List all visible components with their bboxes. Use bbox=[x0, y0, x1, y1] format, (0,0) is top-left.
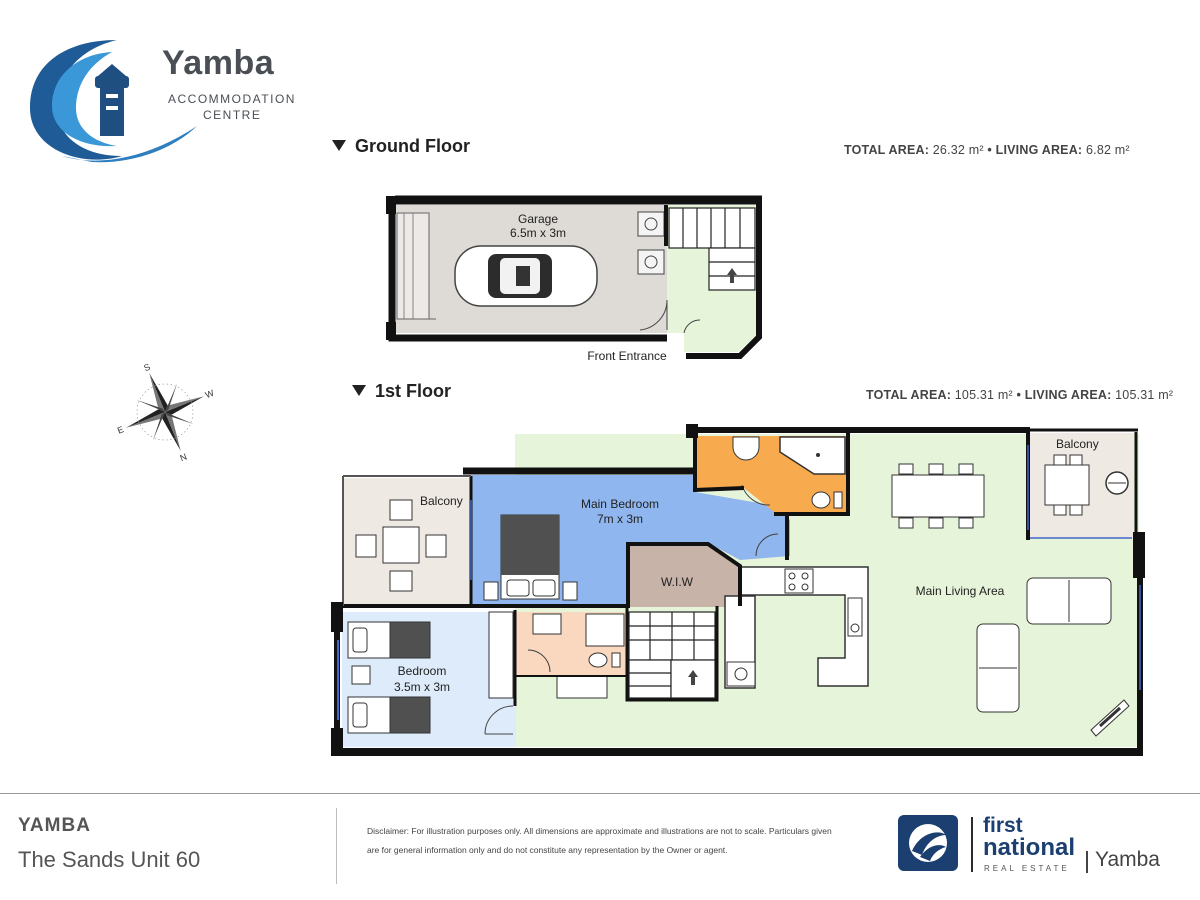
agency-first: first bbox=[983, 814, 1023, 837]
shower-icon bbox=[779, 436, 846, 475]
kitchen-sink-icon bbox=[847, 597, 863, 637]
outdoor-table-icon bbox=[1044, 454, 1090, 516]
agency-real-estate: REAL ESTATE bbox=[984, 864, 1070, 873]
wall bbox=[686, 424, 698, 438]
agency-branch: Yamba bbox=[1095, 848, 1160, 871]
dining-table-icon bbox=[891, 463, 985, 529]
kitchen-bench bbox=[740, 566, 869, 687]
lighthouse-lamp bbox=[95, 76, 129, 88]
single-bed-icon bbox=[347, 621, 431, 734]
basin-icon bbox=[732, 436, 760, 461]
first-national-logo-icon bbox=[898, 815, 958, 871]
walls bbox=[334, 427, 1143, 756]
door-swing bbox=[484, 705, 514, 735]
staircase-first bbox=[628, 611, 716, 699]
yamba-logo bbox=[30, 40, 197, 163]
agency-separator bbox=[971, 817, 973, 872]
ground-floor-area: TOTAL AREA: 26.32 m² • LIVING AREA: 6.82… bbox=[844, 143, 1130, 157]
front-entrance-label: Front Entrance bbox=[587, 349, 667, 363]
first-floor-heading: 1st Floor bbox=[352, 381, 451, 402]
footer-disclaimer: Disclaimer: For illustration purposes on… bbox=[367, 826, 832, 855]
first-floor-area: TOTAL AREA: 105.31 m² • LIVING AREA: 105… bbox=[866, 388, 1174, 402]
wave-swoosh bbox=[62, 126, 197, 163]
linen-cupboard bbox=[556, 675, 608, 699]
cooktop-icon bbox=[784, 568, 814, 594]
first-floor-plan: Balcony Balcony Main Bedroom 7m x 3m W.I… bbox=[331, 424, 1145, 756]
wiw-room bbox=[628, 544, 740, 607]
compass-w: W bbox=[204, 388, 216, 401]
compass-s: S bbox=[142, 362, 151, 374]
wiw-label: W.I.W bbox=[661, 575, 694, 589]
agency-branch-separator bbox=[1086, 851, 1088, 873]
toilet-icon bbox=[588, 652, 621, 668]
shower-icon bbox=[585, 613, 625, 647]
compass-n: N bbox=[178, 452, 188, 464]
wave-arc-inner bbox=[52, 52, 117, 147]
up-arrow-icon bbox=[727, 268, 737, 275]
garage-label: Garage bbox=[518, 212, 558, 226]
door-swing bbox=[683, 319, 701, 334]
garage-dims: 6.5m x 3m bbox=[510, 226, 566, 240]
ground-floor-plan: Garage 6.5m x 3m Front Entrance bbox=[386, 195, 762, 363]
wave-arc bbox=[30, 40, 122, 160]
wall bbox=[1133, 532, 1145, 578]
wall bbox=[331, 602, 343, 632]
wall bbox=[386, 196, 396, 214]
ground-floor-heading: Ground Floor bbox=[332, 136, 470, 157]
brand-subtitle-2: CENTRE bbox=[203, 108, 262, 122]
double-bed-icon bbox=[483, 514, 578, 601]
brand-subtitle-1: ACCOMMODATION bbox=[168, 92, 296, 106]
agency-national: national bbox=[983, 834, 1076, 861]
balcony-right-label: Balcony bbox=[1056, 437, 1099, 451]
bedroom-label: Bedroom bbox=[398, 664, 447, 678]
outdoor-table-icon bbox=[355, 499, 447, 592]
bedroom-dims: 3.5m x 3m bbox=[394, 680, 450, 694]
main-bedroom-dims: 7m x 3m bbox=[597, 512, 643, 526]
door-swing bbox=[527, 649, 551, 673]
footer-town: YAMBA bbox=[18, 815, 91, 836]
tv-icon bbox=[1090, 699, 1130, 737]
wall bbox=[331, 728, 343, 756]
footer-property: The Sands Unit 60 bbox=[18, 847, 201, 872]
wall bbox=[386, 322, 396, 340]
main-bedroom-label: Main Bedroom bbox=[581, 497, 659, 511]
up-arrow-icon bbox=[688, 670, 698, 677]
laundry-unit bbox=[637, 249, 665, 275]
laundry-unit bbox=[637, 211, 665, 237]
compass-e: E bbox=[116, 424, 125, 436]
fridge-icon bbox=[726, 661, 756, 687]
triangle-down-icon bbox=[352, 385, 366, 396]
wardrobe bbox=[488, 611, 514, 699]
balcony-left-label: Balcony bbox=[420, 494, 463, 508]
brand-name: Yamba bbox=[162, 44, 275, 82]
triangle-down-icon bbox=[332, 140, 346, 151]
footer-divider bbox=[0, 793, 1200, 794]
lighthouse-roof bbox=[98, 64, 126, 76]
toilet-icon bbox=[811, 491, 843, 509]
car-icon bbox=[454, 245, 598, 307]
wall bbox=[686, 200, 762, 359]
footer-separator bbox=[336, 808, 337, 884]
door-swing bbox=[755, 533, 779, 557]
basin-icon bbox=[532, 613, 562, 635]
sofa-icon bbox=[976, 577, 1112, 713]
staircase-ground bbox=[668, 207, 756, 291]
compass-rose-icon: S N W E bbox=[116, 362, 216, 464]
living-label: Main Living Area bbox=[916, 584, 1005, 598]
